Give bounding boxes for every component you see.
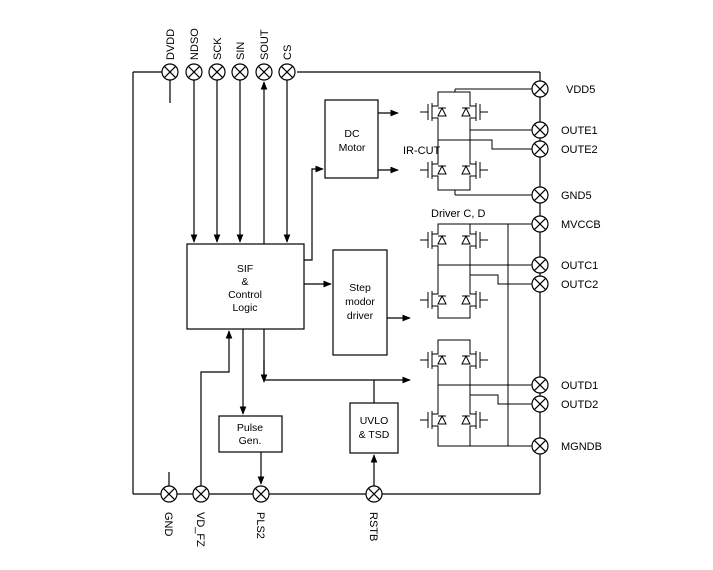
uvlo-line-1: UVLO [360, 415, 389, 427]
pin-gnd5 [531, 186, 549, 204]
label-oute1: OUTE1 [561, 125, 598, 137]
pin-sin [231, 63, 249, 81]
label-sin: SIN [235, 42, 247, 60]
pin-mgndb [531, 437, 549, 455]
pin-ndso [185, 63, 203, 81]
label-pls2: PLS2 [254, 512, 266, 539]
vdfz-to-sif-wire [200, 330, 233, 486]
serial-interface-wires [190, 80, 291, 244]
dc-motor-line-2: Motor [339, 142, 366, 154]
label-mgndb: MGNDB [561, 441, 602, 453]
pin-gnd [160, 485, 178, 503]
pin-oute2 [531, 140, 549, 158]
label-mvccb: MVCCB [561, 219, 601, 231]
step-line-2: modor [345, 296, 375, 308]
label-dvdd: DVDD [165, 29, 177, 60]
label-sout: SOUT [259, 29, 271, 60]
step-motor-driver-block [332, 249, 388, 356]
pin-sck [208, 63, 226, 81]
pin-vdd5 [531, 80, 549, 98]
pin-pls2 [252, 485, 270, 503]
label-gnd: GND [162, 512, 174, 537]
label-sck: SCK [212, 37, 224, 60]
step-line-1: Step [349, 282, 371, 294]
pin-sout [255, 63, 273, 81]
pin-outd1 [531, 376, 549, 394]
sif-line-3: Control [228, 289, 262, 301]
label-oute2: OUTE2 [561, 144, 598, 156]
step-line-3: driver [347, 310, 374, 322]
uvlo-line-2: & TSD [359, 429, 390, 441]
label-gnd5: GND5 [561, 190, 592, 202]
pin-cs [278, 63, 296, 81]
label-cs: CS [282, 45, 294, 60]
uvlo-tsd-block [349, 402, 399, 454]
label-ndso: NDSO [189, 28, 201, 60]
sif-control-logic-block [186, 243, 305, 330]
pin-vd-fz [192, 485, 210, 503]
ir-cut-h-bridge [420, 88, 532, 196]
label-rstb: RSTB [367, 512, 379, 541]
label-vd-fz: VD_FZ [194, 512, 206, 547]
pin-dvdd [161, 63, 179, 81]
driver-cd-h-bridges [420, 223, 532, 447]
label-vdd5: VDD5 [566, 84, 595, 96]
pin-outd2 [531, 395, 549, 413]
pin-oute1 [531, 121, 549, 139]
dc-motor-block [324, 99, 379, 179]
label-outd2: OUTD2 [561, 399, 598, 411]
label-outd1: OUTD1 [561, 380, 598, 392]
pulse-gen-block [218, 415, 283, 453]
driver-cd-label: Driver C, D [431, 208, 485, 220]
pin-outc1 [531, 256, 549, 274]
label-outc2: OUTC2 [561, 279, 598, 291]
ir-cut-label: IR-CUT [403, 145, 441, 157]
pulse-line-2: Gen. [239, 435, 262, 447]
sif-to-dc-motor-wire [304, 165, 324, 261]
sif-line-2: & [241, 276, 248, 288]
sif-line-1: SIF [237, 263, 253, 275]
sif-line-4: Logic [232, 302, 257, 314]
pin-rstb [365, 485, 383, 503]
dc-motor-line-1: DC [344, 128, 360, 140]
pin-outc2 [531, 275, 549, 293]
pulse-line-1: Pulse [237, 422, 263, 434]
pin-mvccb [531, 215, 549, 233]
label-outc1: OUTC1 [561, 260, 598, 272]
